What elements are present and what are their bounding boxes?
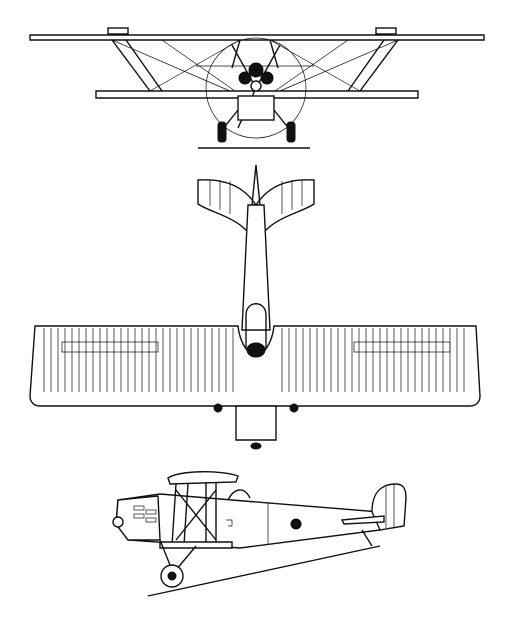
fuselage-marking xyxy=(226,519,233,527)
undercarriage-front xyxy=(217,109,296,143)
propeller-hub-side xyxy=(112,516,124,528)
upper-wing-tab-left xyxy=(107,27,129,35)
tail-skid xyxy=(361,529,373,547)
upper-wing xyxy=(29,34,485,41)
cockpit-top xyxy=(245,303,267,351)
tailplane-ribs xyxy=(209,180,303,214)
wing-top xyxy=(29,325,481,407)
top-view xyxy=(29,164,481,450)
wheel-hub-side xyxy=(167,571,177,581)
cabane-struts xyxy=(231,39,279,69)
upper-wing-side xyxy=(167,471,239,485)
front-view xyxy=(29,27,485,149)
cockpit-side xyxy=(227,489,251,501)
spinner-top xyxy=(250,442,262,450)
fin xyxy=(251,164,261,206)
lower-wing xyxy=(95,90,419,99)
aileron-right xyxy=(353,341,451,353)
wing-ribs xyxy=(43,328,465,392)
vertical-tail-side xyxy=(371,483,407,531)
lower-wing-side xyxy=(159,541,233,549)
engine-cowl-top xyxy=(246,342,266,358)
roundel xyxy=(290,518,302,530)
forward-fuselage-top xyxy=(235,405,277,441)
cowling-louvres xyxy=(133,505,157,523)
rudder-ribs xyxy=(385,485,395,528)
propeller-disc xyxy=(205,37,307,139)
upper-wing-tab-right xyxy=(375,27,397,35)
aileron-left xyxy=(61,341,159,353)
fuselage-top xyxy=(241,204,271,331)
interplane-struts-side xyxy=(171,482,217,546)
fuselage-front xyxy=(237,95,275,121)
ground-line-side xyxy=(147,545,381,597)
side-view xyxy=(112,471,407,597)
wheel-left-top xyxy=(213,403,223,413)
engine-cylinders xyxy=(238,62,274,92)
wheel-right-top xyxy=(289,403,299,413)
tailplane-side xyxy=(340,515,385,525)
